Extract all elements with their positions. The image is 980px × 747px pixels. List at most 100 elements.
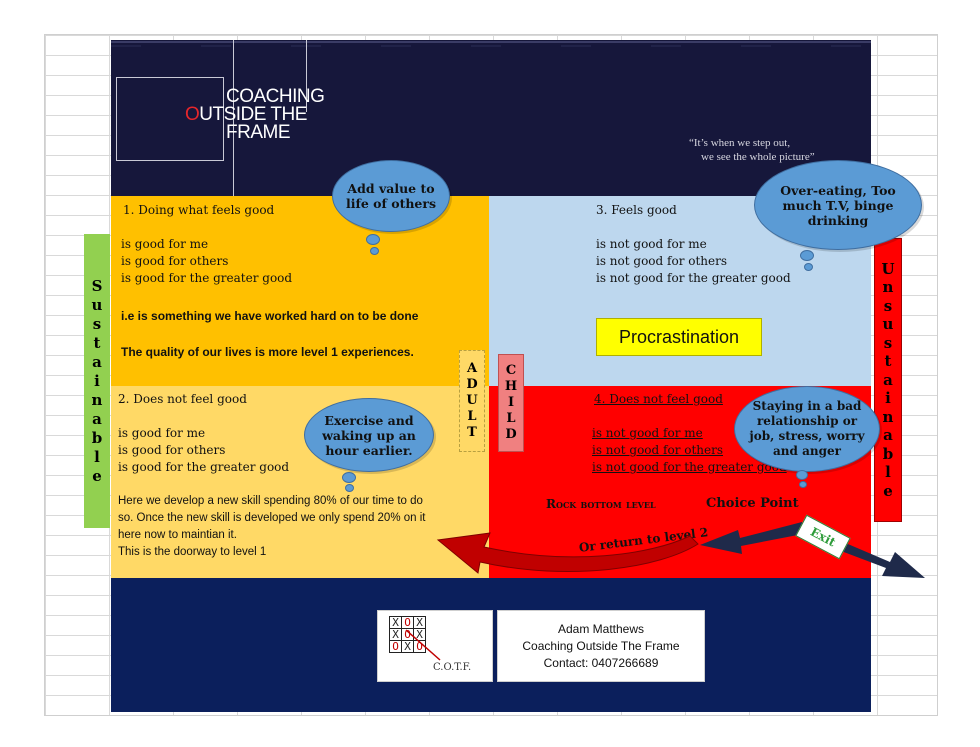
sustainable-letter: s [92,314,102,333]
cloud-overeating-text: Over-eating, Too much T.V, binge drinkin… [780,182,896,228]
logo-frame [116,77,224,161]
unsustainable-letter: u [882,315,894,334]
q4-title: 4. Does not feel good [594,392,723,406]
rock-bottom-label: Rock bottom level [546,497,656,511]
cloud-exercise: Exercise and waking up an hour earlier. [304,398,434,472]
quadrant-1 [111,196,489,386]
contact-card: Adam Matthews Coaching Outside The Frame… [497,610,705,682]
unsustainable-letter: e [883,481,893,500]
unsustainable-letter: t [884,352,892,371]
unsustainable-letter: n [882,278,894,297]
return-arrow [436,532,699,574]
sustainable-letter: S [91,276,103,295]
logo-o-letter: O [185,104,200,125]
unsustainable-letter: i [885,389,891,408]
q3-line: is not good for others [596,254,728,268]
child-label: C H I L D [498,354,524,452]
cloud-tail-bubble [800,250,814,261]
logo-strike-line [405,629,441,661]
adult-letter: A [466,361,478,376]
logo-line-1: COACHING [226,86,325,107]
choice-point-label: Choice Point [706,496,799,511]
q4-line: is not good for me [592,426,703,440]
q2-line: is good for the greater good [118,460,290,474]
q1-line: is good for the greater good [121,271,293,285]
q3-lines: is not good for me is not good for other… [596,236,791,287]
q1-title: 1. Doing what feels good [123,203,275,217]
adult-letter: D [466,377,478,392]
sustainable-bar: S u s t a i n a b l e [84,234,110,528]
unsustainable-letter: a [883,370,893,389]
unsustainable-letter: U [881,259,895,278]
cloud-tail-bubble [345,484,354,492]
adult-letter: T [467,425,477,440]
q2-body-line: This is the doorway to level 1 [118,546,267,558]
adult-letter: U [466,393,478,408]
left-arrow-head [700,522,803,554]
procrastination-label: Procrastination [596,318,762,356]
q3-line: is not good for the greater good [596,271,791,285]
sustainable-letter: n [91,390,103,409]
q2-line: is good for others [118,443,226,457]
header-quote: “It’s when we step out, we see the whole… [689,136,815,164]
logo-line-2: OUTSIDE THE [185,104,324,125]
q1-line: is good for me [121,237,209,251]
q3-title: 3. Feels good [596,203,677,217]
cloud-overeating: Over-eating, Too much T.V, binge drinkin… [754,160,922,250]
cloud-tail-bubble [799,481,807,488]
contact-phone: Contact: 0407266689 [543,655,659,670]
q2-lines: is good for me is good for others is goo… [118,425,289,476]
sustainable-letter: t [93,333,101,352]
sustainable-letter: l [94,447,100,466]
unsustainable-bar: U n s u s t a i n a b l e [874,238,902,522]
unsustainable-letter: l [885,463,891,482]
child-letter: H [504,379,518,394]
sustainable-letter: e [92,466,102,485]
cloud-tail-bubble [796,470,808,480]
unsustainable-letter: a [883,426,893,445]
cloud-add-value: Add value to life of others [332,160,450,232]
header-top-lines [111,41,871,47]
cloud-tail-bubble [370,247,379,255]
q2-body: Here we develop a new skill spending 80%… [118,493,426,561]
child-letter: D [505,427,517,442]
logo-divider-line [306,40,307,112]
sustainable-letter: u [91,295,103,314]
q4-line: is not good for others [592,443,724,457]
q2-title: 2. Does not feel good [118,392,247,406]
adult-letter: L [467,409,477,424]
unsustainable-letter: b [882,444,894,463]
footer-logo-card [377,610,493,682]
q1-bold-note: i.e is something we have worked hard on … [121,309,419,323]
sustainable-letter: a [92,409,102,428]
cloud-tail-bubble [342,472,356,483]
cloud-tail-bubble [366,234,380,245]
unsustainable-letter: n [882,407,894,426]
logo-line-3: FRAME [226,122,291,143]
cotf-caption: C.O.T.F. [433,662,472,673]
logo-divider-line [233,40,234,198]
cloud-staying: Staying in a bad relationship or job, st… [734,386,880,472]
sustainable-letter: a [92,352,102,371]
contact-name: Adam Matthews [557,621,645,636]
adult-label: A D U L T [459,350,485,452]
unsustainable-letter: s [883,333,893,352]
cloud-add-value-text: Add value to life of others [345,181,437,211]
quote-line-2: we see the whole picture” [701,151,815,163]
q2-body-line: Here we develop a new skill spending 80%… [118,495,423,507]
q1-lines: is good for me is good for others is goo… [121,236,292,287]
child-letter: L [506,411,516,426]
q2-body-line: so. Once the new skill is developed we o… [118,512,426,524]
q2-body-line: here now to maintian it. [118,529,237,541]
brand-logo-text: COACHING OUTSIDE THE FRAME [185,86,325,143]
cloud-tail-bubble [804,263,813,271]
logo-line-2-text: UTSIDE THE [199,104,307,125]
q4-lines: is not good for me is not good for other… [592,425,787,476]
unsustainable-letter: s [883,296,893,315]
q3-line: is not good for me [596,237,707,251]
arrows-layer [436,522,925,578]
cloud-staying-text: Staying in a bad relationship or job, st… [749,399,865,458]
q1-bold-note: The quality of our lives is more level 1… [121,345,414,359]
child-letter: I [507,395,515,410]
